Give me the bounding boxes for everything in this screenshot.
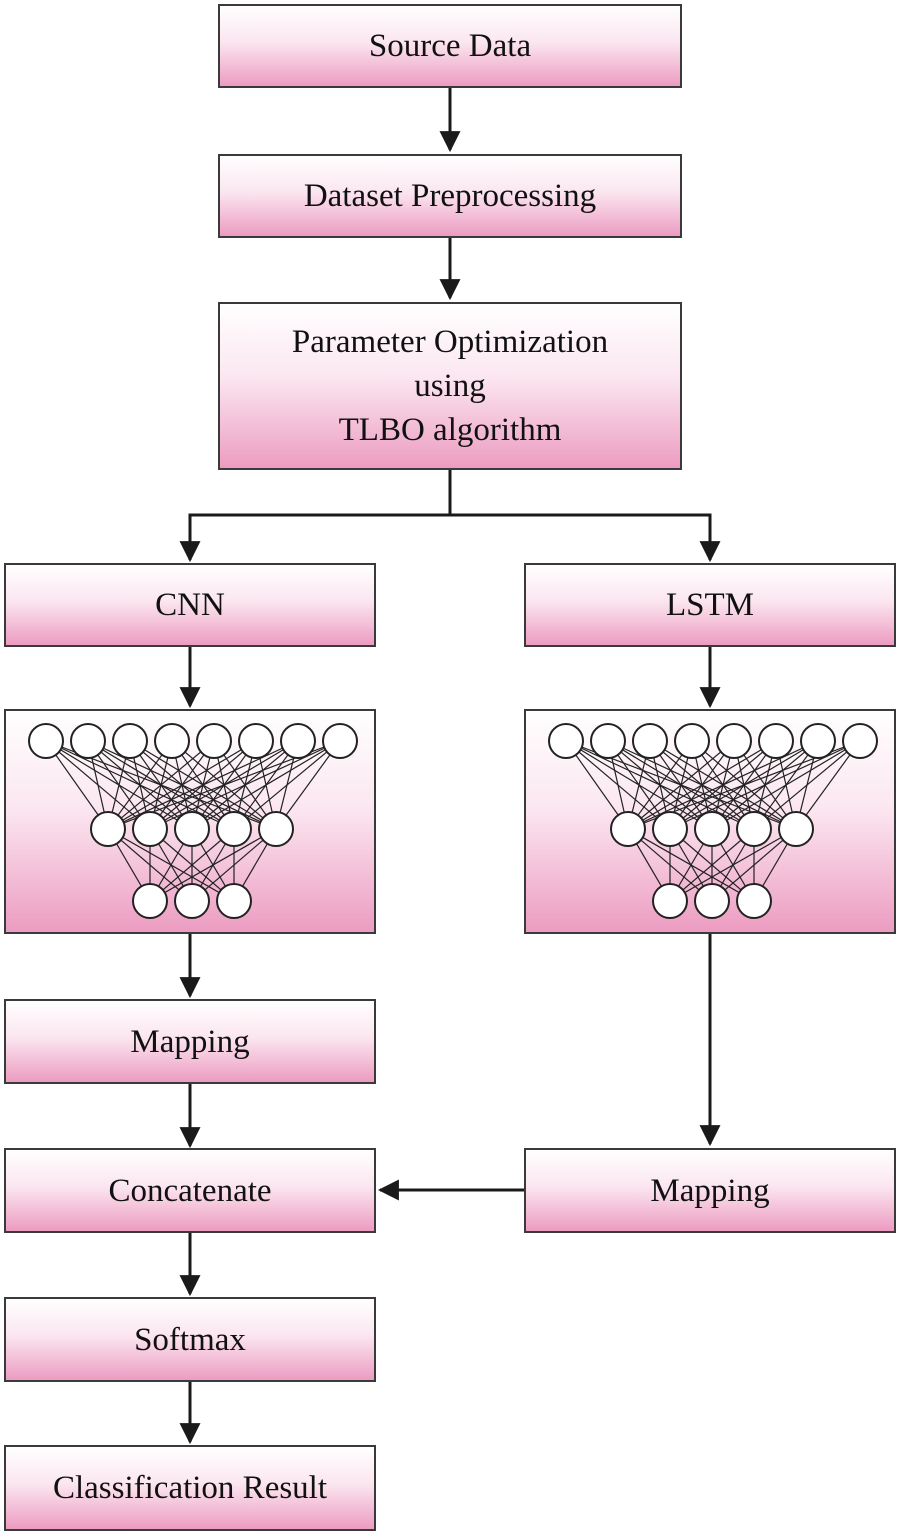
neuron-node	[322, 723, 358, 759]
neuron-node	[842, 723, 878, 759]
network-edge	[107, 740, 257, 830]
neuron-node	[716, 723, 752, 759]
network-edge	[669, 828, 797, 902]
softmax-label: Softmax	[134, 1321, 246, 1358]
neuron-node	[174, 811, 210, 847]
classification-result-box: Classification Result	[4, 1445, 376, 1531]
lstm-mapping-box: Mapping	[524, 1148, 896, 1233]
neuron-node	[216, 811, 252, 847]
network-edge	[627, 740, 777, 830]
neuron-node	[736, 883, 772, 919]
network-edge	[795, 740, 861, 830]
lstm-mapping-label: Mapping	[650, 1172, 770, 1209]
lstm-label: LSTM	[665, 587, 754, 623]
network-edge	[107, 740, 173, 830]
neuron-node	[216, 883, 252, 919]
dataset-preprocessing-label: Dataset Preprocessing	[303, 178, 597, 214]
optimization-line-1: Parameter Optimization	[291, 324, 609, 360]
concatenate-box: Concatenate	[4, 1148, 376, 1233]
network-edge	[711, 828, 797, 902]
cnn-network-diagram	[28, 723, 358, 919]
network-edge	[669, 828, 755, 902]
cnn-network-panel	[4, 709, 376, 934]
neuron-node	[154, 723, 190, 759]
network-edge	[275, 740, 341, 830]
neuron-node	[112, 723, 148, 759]
neuron-node	[694, 811, 730, 847]
neuron-node	[652, 883, 688, 919]
source-data-box: Source Data	[218, 4, 682, 88]
neuron-node	[280, 723, 316, 759]
cnn-box: CNN	[4, 563, 376, 647]
neuron-node	[632, 723, 668, 759]
neuron-node	[674, 723, 710, 759]
cnn-mapping-label: Mapping	[130, 1023, 250, 1060]
lstm-network-panel	[524, 709, 896, 934]
neuron-node	[174, 883, 210, 919]
neuron-node	[652, 811, 688, 847]
network-edge	[149, 828, 277, 902]
network-edge	[711, 740, 861, 830]
arrow-split-to-cnn	[179, 513, 450, 563]
neuron-node	[70, 723, 106, 759]
neuron-node	[90, 811, 126, 847]
network-edge	[191, 740, 341, 830]
source-data-label: Source Data	[368, 28, 532, 64]
neuron-node	[610, 811, 646, 847]
arrow-split-to-lstm	[450, 513, 721, 563]
neuron-node	[548, 723, 584, 759]
network-edge	[149, 828, 235, 902]
network-edge	[627, 740, 693, 830]
lstm-network-diagram	[548, 723, 878, 919]
neuron-node	[196, 723, 232, 759]
dataset-preprocessing-box: Dataset Preprocessing	[218, 154, 682, 238]
neuron-node	[28, 723, 64, 759]
neuron-node	[258, 811, 294, 847]
parameter-optimization-box: Parameter Optimization using TLBO algori…	[218, 302, 682, 470]
classification-result-label: Classification Result	[52, 1470, 328, 1506]
concatenate-label: Concatenate	[108, 1172, 272, 1209]
network-edge	[191, 828, 277, 902]
network-edge	[233, 740, 341, 830]
neuron-node	[590, 723, 626, 759]
network-edge	[107, 740, 215, 830]
optimization-line-3: TLBO algorithm	[338, 412, 562, 448]
neuron-node	[132, 883, 168, 919]
neuron-node	[778, 811, 814, 847]
softmax-box: Softmax	[4, 1297, 376, 1382]
network-edge	[627, 740, 735, 830]
neuron-node	[694, 883, 730, 919]
neuron-node	[800, 723, 836, 759]
optimization-line-2: using	[414, 368, 486, 404]
cnn-label: CNN	[155, 587, 225, 623]
neuron-node	[238, 723, 274, 759]
lstm-box: LSTM	[524, 563, 896, 647]
neuron-node	[736, 811, 772, 847]
neuron-node	[132, 811, 168, 847]
network-edge	[753, 740, 861, 830]
cnn-mapping-box: Mapping	[4, 999, 376, 1084]
neuron-node	[758, 723, 794, 759]
